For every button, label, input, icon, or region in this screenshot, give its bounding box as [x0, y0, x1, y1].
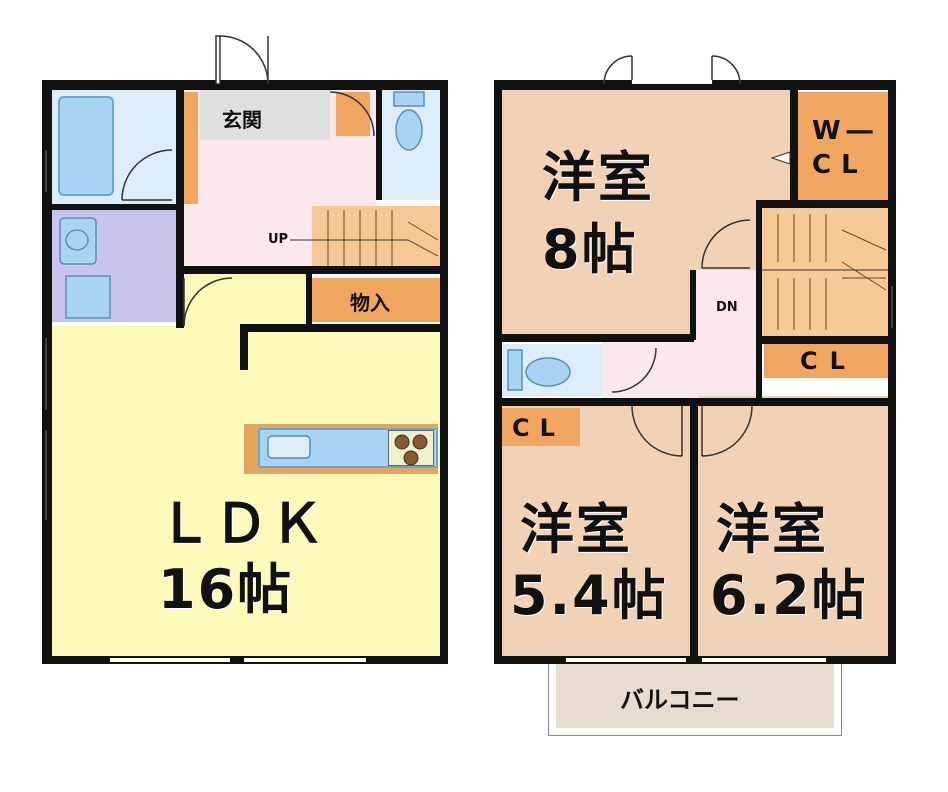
balcony-floor	[556, 664, 834, 728]
genkan-area	[200, 88, 330, 140]
ldk-room-upper	[184, 272, 308, 332]
bedroom-54-door	[631, 405, 683, 457]
wall	[176, 88, 184, 328]
wall	[376, 88, 382, 200]
toilet-door-1f	[329, 91, 375, 137]
shoe-cabinet	[336, 92, 370, 136]
wcl-label-bottom: CL	[812, 150, 868, 180]
bedroom-62-label: 洋室	[716, 498, 828, 561]
wall	[184, 266, 440, 274]
stairs-1f	[290, 210, 439, 266]
hall-2f-lower	[602, 340, 758, 400]
wall	[690, 400, 698, 660]
wall	[756, 336, 890, 344]
ldk-size: 16帖	[158, 558, 294, 621]
ldk-door	[183, 277, 233, 327]
wall	[690, 270, 696, 340]
dn-label: DN	[716, 300, 738, 315]
wall	[888, 80, 896, 664]
toilet-door-2f	[611, 347, 657, 393]
bedroom-54-size: 5.4帖	[510, 564, 668, 627]
stove-burners-icon	[394, 434, 428, 466]
closet-right-label: CL	[800, 347, 857, 375]
ldk-room	[52, 326, 440, 656]
up-label: UP	[268, 232, 289, 247]
wall	[502, 334, 694, 342]
entrance-door	[215, 35, 269, 85]
wall	[494, 80, 502, 664]
stairs-2f	[762, 214, 888, 330]
bathroom-door	[121, 149, 173, 201]
balcony-label: バルコニー	[620, 686, 740, 714]
washing-machine-icon	[65, 275, 111, 319]
bedroom-62	[698, 396, 888, 656]
genkan-label: 玄関	[222, 108, 262, 132]
wall	[440, 80, 448, 664]
closet-right-front	[764, 344, 888, 378]
wall	[494, 656, 896, 664]
walk-in-closet	[798, 92, 888, 202]
wall	[494, 80, 896, 90]
wall	[790, 88, 798, 206]
bedroom-54-label: 洋室	[520, 498, 632, 561]
wall	[42, 80, 52, 664]
monoire-label: 物入	[350, 291, 390, 315]
bedroom-62-size: 6.2帖	[710, 564, 868, 627]
bedroom-62-door	[701, 405, 753, 457]
wall	[240, 324, 248, 370]
toilet-icon	[393, 91, 425, 151]
wall	[240, 324, 440, 332]
bedroom-8-size: 8帖	[542, 218, 638, 281]
kitchen-sink-icon	[267, 435, 311, 459]
wall	[52, 204, 180, 210]
bedroom-8-label: 洋室	[542, 146, 654, 209]
washbasin-icon	[59, 217, 97, 265]
closet-left-label: CL	[512, 414, 565, 442]
balcony-door-top	[603, 55, 741, 85]
wcl-door-marker	[770, 151, 791, 165]
bedroom-8-door	[701, 219, 751, 269]
toilet-icon-2f	[507, 349, 571, 391]
bedroom-54	[502, 404, 690, 656]
windows-floor1	[45, 150, 366, 662]
ldk-label: ＬＤＫ	[158, 492, 326, 555]
hall-storage-strip	[184, 92, 198, 204]
wall	[756, 206, 762, 402]
closet-monoire	[312, 278, 440, 322]
wall	[306, 272, 312, 328]
wall	[756, 200, 890, 208]
wall	[42, 80, 448, 90]
closet-left-front	[502, 408, 580, 446]
bathtub	[58, 96, 114, 196]
wcl-label-top: W―	[812, 116, 879, 146]
